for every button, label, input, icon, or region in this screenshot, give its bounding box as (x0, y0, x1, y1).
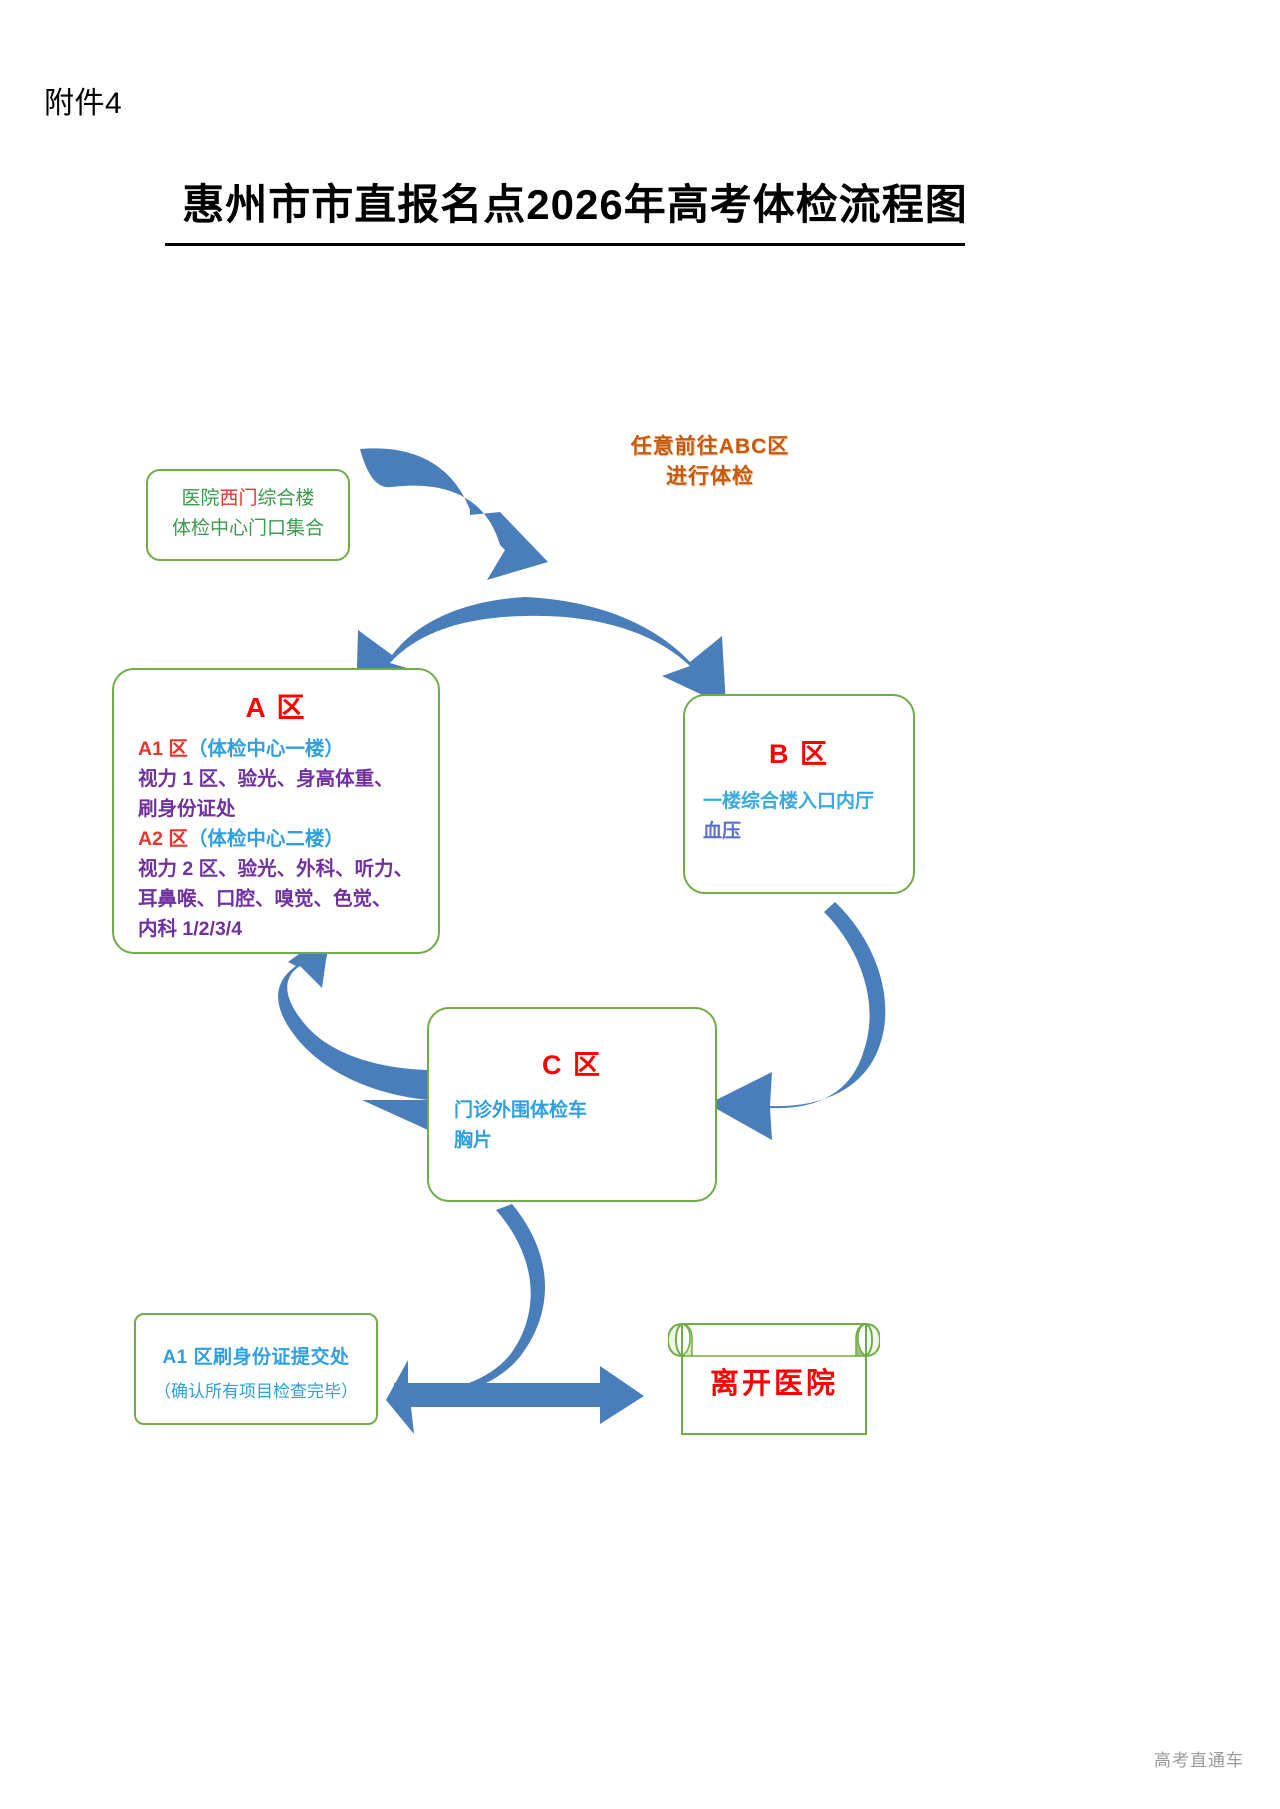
arrow-final-to-exit (394, 1366, 644, 1424)
arrow-b-to-c (708, 902, 886, 1140)
zone-b-body: 一楼综合楼入口内厅 血压 (703, 787, 913, 847)
zone-c-title: C 区 (542, 1050, 602, 1080)
zone-a2-items-line-1: 视力 2 区、验光、外科、听力、 (138, 858, 414, 880)
zone-c-box[interactable]: C 区 门诊外围体检车 胸片 (427, 1007, 717, 1202)
start-box-line-1-suffix: 综合楼 (257, 488, 315, 509)
title-underline-rule (165, 243, 965, 246)
page-title: 惠州市市直报名点2026年高考体检流程图 (160, 180, 990, 230)
zone-a1-location: （体检中心一楼） (187, 738, 344, 760)
zone-c-line-1: 门诊外围体检车 (454, 1100, 588, 1121)
scroll-shape-icon (666, 1323, 882, 1435)
zone-a1-heading: A1 区（体检中心一楼） (138, 734, 438, 764)
exit-hospital-label: 离开医院 (709, 1368, 838, 1400)
zone-a1-items-line-2: 刷身份证处 (138, 798, 236, 820)
abc-instruction-line-2: 进行体检 (666, 465, 754, 488)
final-submit-box[interactable]: A1 区刷身份证提交处 （确认所有项目检查完毕） (134, 1313, 378, 1425)
zone-c-line-2: 胸片 (454, 1130, 493, 1151)
arrow-c-to-final (386, 1204, 545, 1434)
zone-a-body: A1 区（体检中心一楼） 视力 1 区、验光、身高体重、 刷身份证处 A2 区（… (138, 734, 438, 944)
zone-a2-label: A2 区 (138, 828, 188, 850)
attachment-label: 附件4 (44, 87, 123, 120)
zone-a2-location: （体检中心二楼） (187, 828, 344, 850)
zone-b-box[interactable]: B 区 一楼综合楼入口内厅 血压 (683, 694, 915, 894)
watermark-text: 高考直通车 (1154, 1751, 1244, 1770)
final-submit-line-2: （确认所有项目检查完毕） (154, 1382, 358, 1401)
zone-b-line-2: 血压 (703, 821, 742, 842)
zone-a-title: A 区 (245, 692, 307, 723)
zone-c-body: 门诊外围体检车 胸片 (454, 1096, 715, 1156)
zone-a2-heading: A2 区（体检中心二楼） (138, 824, 438, 854)
page-title-text: 惠州市市直报名点2026年高考体检流程图 (182, 181, 968, 228)
zone-a1-items-line-1: 视力 1 区、验光、身高体重、 (138, 768, 394, 790)
start-box-line-1-emphasis: 西门 (219, 488, 258, 509)
final-submit-line-1: A1 区刷身份证提交处 (162, 1347, 350, 1368)
zone-a2-items-line-3: 内科 1/2/3/4 (138, 918, 243, 940)
arrow-to-zone-b (525, 597, 726, 706)
zone-a2-items-line-2: 耳鼻喉、口腔、嗅觉、色觉、 (138, 888, 392, 910)
abc-instruction-note: 任意前往ABC区 进行体检 (560, 432, 860, 492)
start-box[interactable]: 医院西门综合楼 体检中心门口集合 (146, 469, 350, 561)
abc-instruction-line-1: 任意前往ABC区 (630, 435, 790, 458)
arrow-c-to-a (278, 930, 428, 1130)
exit-hospital-banner[interactable]: 离开医院 (666, 1312, 882, 1444)
zone-b-title: B 区 (769, 739, 829, 769)
zone-a1-label: A1 区 (138, 738, 188, 760)
start-box-line-1-prefix: 医院 (181, 488, 220, 509)
arrow-start-to-abc (360, 448, 548, 580)
start-box-line-1: 医院西门综合楼 (148, 484, 348, 514)
zone-b-line-1: 一楼综合楼入口内厅 (703, 791, 875, 812)
start-box-line-2: 体检中心门口集合 (171, 518, 324, 539)
zone-a-box[interactable]: A 区 A1 区（体检中心一楼） 视力 1 区、验光、身高体重、 刷身份证处 A… (112, 668, 440, 954)
